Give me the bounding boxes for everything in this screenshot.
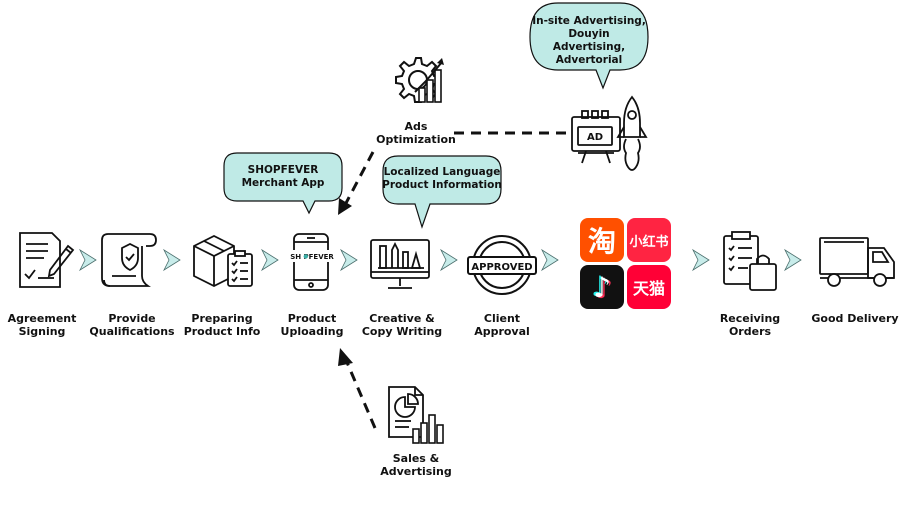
design-monitor-icon bbox=[370, 239, 430, 289]
step-label-receiving: Receiving Orders bbox=[719, 312, 781, 338]
certificate-scroll-icon bbox=[101, 233, 157, 287]
approved-stamp-icon: APPROVED bbox=[467, 235, 537, 295]
step-label-qualifications: Provide Qualifications bbox=[89, 312, 175, 338]
brand-dot bbox=[303, 254, 308, 259]
step-label-delivery: Good Delivery bbox=[811, 312, 899, 325]
localized-language-bubble-text: Localized Language Product Information bbox=[382, 166, 502, 191]
gear-chart-icon bbox=[395, 57, 444, 103]
optimization-to-uploading-connector bbox=[343, 151, 375, 206]
flow-chevron bbox=[440, 248, 458, 272]
flow-chevron bbox=[261, 248, 279, 272]
platform-logo-tmall: 天猫 bbox=[627, 265, 671, 309]
ads-optimization-label: Ads Optimization bbox=[376, 120, 456, 146]
stamp-text: APPROVED bbox=[471, 262, 532, 273]
advertising-bubble-text: In-site Advertising, Douyin Advertising,… bbox=[532, 15, 646, 66]
smartphone-app-icon: SH PFEVER bbox=[290, 233, 334, 291]
ad-board-text: AD bbox=[587, 132, 603, 143]
order-list-bag-icon bbox=[723, 231, 777, 291]
flow-chevron bbox=[79, 248, 97, 272]
sales-to-uploading-connector bbox=[344, 359, 377, 429]
delivery-truck-icon bbox=[819, 237, 895, 287]
step-label-approval: Client Approval bbox=[474, 312, 530, 338]
sales-report-icon bbox=[388, 386, 444, 444]
platform-logo-douyin: ♪ bbox=[580, 265, 624, 309]
sales-advertising-label: Sales & Advertising bbox=[380, 452, 452, 478]
step-label-preparing: Preparing Product Info bbox=[183, 312, 261, 338]
localized-language-bubble bbox=[382, 155, 502, 229]
platform-logo-taobao: 淘 bbox=[580, 218, 624, 262]
phone-brand-text: SH PFEVER bbox=[290, 253, 334, 261]
arrowhead bbox=[338, 348, 353, 366]
ad-billboard-rocket-icon: AD bbox=[571, 95, 648, 171]
step-label-creative: Creative & Copy Writing bbox=[361, 312, 443, 338]
box-checklist-icon bbox=[193, 234, 253, 288]
merchant-app-bubble-text: SHOPFEVER Merchant App bbox=[241, 164, 325, 189]
platform-logo-xiaohongshu: 小红书 bbox=[627, 218, 671, 262]
flow-chevron bbox=[784, 248, 802, 272]
flow-chevron bbox=[541, 248, 559, 272]
flow-chevron bbox=[340, 248, 358, 272]
flow-chevron bbox=[692, 248, 710, 272]
contract-signing-icon bbox=[19, 232, 75, 288]
advertising-bubble bbox=[529, 2, 649, 90]
flow-chevron bbox=[163, 248, 181, 272]
arrowhead bbox=[338, 198, 352, 215]
step-label-uploading: Product Uploading bbox=[280, 312, 344, 338]
merchant-app-bubble bbox=[223, 152, 343, 215]
step-label-agreement: Agreement Signing bbox=[7, 312, 77, 338]
